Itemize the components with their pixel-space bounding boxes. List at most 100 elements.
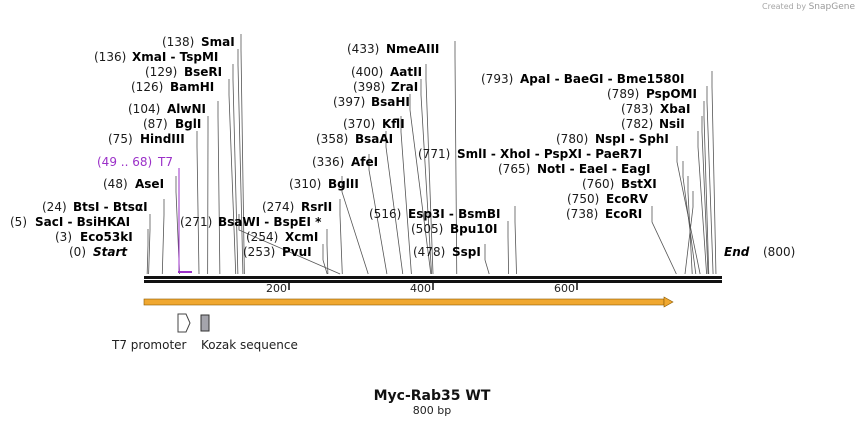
site-leader-line — [175, 176, 180, 275]
t7-promoter-label: T7 promoter — [111, 338, 187, 352]
site-leader-line — [326, 229, 329, 275]
site-leader-line — [240, 34, 245, 275]
enzyme-name: PvuI — [282, 245, 312, 259]
enzyme-name: PspOMI — [646, 87, 697, 101]
site-leader-line — [682, 161, 697, 275]
site-position: (780) — [556, 132, 588, 146]
axis-tick-label: 600 — [554, 282, 575, 295]
site-position: (5) — [10, 215, 27, 229]
snapgene-credit: Created by SnapGene — [762, 2, 855, 12]
enzyme-name: KflI — [382, 117, 405, 131]
site-position: (782) — [621, 117, 653, 131]
site-position: (254) — [246, 230, 278, 244]
site-leader-line — [706, 86, 714, 275]
enzyme-name: BsaHI — [371, 95, 410, 109]
site-position: (793) — [481, 72, 513, 86]
site-leader-line — [454, 41, 458, 275]
site-leader-line — [711, 71, 717, 275]
site-leader-line — [697, 131, 707, 275]
site-position: (750) — [567, 192, 599, 206]
end-label: End — [724, 245, 750, 259]
enzyme-name: BglI — [175, 117, 201, 131]
site-leader-lines — [146, 34, 717, 275]
enzyme-name: SacI - BsiHKAI — [35, 215, 130, 229]
site-position: (253) — [243, 245, 275, 259]
site-position: (104) — [128, 102, 160, 116]
enzyme-name: EcoRV — [606, 192, 649, 206]
enzyme-name: Eco53kI — [80, 230, 133, 244]
site-position: (48) — [103, 177, 128, 191]
enzyme-name: HindIII — [140, 132, 185, 146]
enzyme-name: BstXI — [621, 177, 657, 191]
site-leader-line — [148, 214, 151, 275]
site-leader-line — [684, 191, 694, 275]
site-leader-line — [238, 214, 341, 275]
site-leader-line — [232, 64, 239, 275]
t7-promoter-icon — [177, 313, 191, 333]
site-position: (310) — [289, 177, 321, 191]
enzyme-name: Bpu10I — [450, 222, 497, 236]
site-leader-line — [146, 229, 149, 275]
t7-name: T7 — [157, 155, 173, 169]
enzyme-name: NspI - SphI — [595, 132, 669, 146]
site-position: (433) — [347, 42, 379, 56]
site-leader-line — [161, 199, 165, 275]
enzyme-name: BseRI — [184, 65, 222, 79]
site-position: (505) — [411, 222, 443, 236]
axis-tick-label: 400 — [410, 282, 431, 295]
site-leader-line — [368, 154, 388, 275]
enzyme-name: AatII — [390, 65, 422, 79]
site-leader-line — [322, 244, 328, 275]
enzyme-name: BamHI — [170, 80, 214, 94]
site-position: (771) — [418, 147, 450, 161]
site-position: (138) — [162, 35, 194, 49]
site-position: (75) — [108, 132, 133, 146]
site-leader-line — [701, 116, 709, 275]
site-position: (738) — [566, 207, 598, 221]
enzyme-name: AfeI — [351, 155, 378, 169]
enzyme-name: Esp3I - BsmBI — [408, 207, 500, 221]
site-leader-line — [237, 49, 244, 275]
site-position: (397) — [333, 95, 365, 109]
credit-prefix: Created by — [762, 2, 807, 11]
enzyme-name: XmaI - TspMI — [132, 50, 218, 64]
enzyme-name: RsrII — [301, 200, 332, 214]
dna-backbone-bottom — [144, 280, 722, 283]
site-position: (274) — [262, 200, 294, 214]
plasmid-size: 800 bp — [413, 404, 451, 417]
start-position: (0) — [69, 245, 86, 259]
site-leader-line — [400, 116, 412, 275]
site-position: (336) — [312, 155, 344, 169]
plasmid-name: Myc-Rab35 WT — [374, 388, 491, 404]
enzyme-name: SspI — [452, 245, 481, 259]
site-position: (126) — [131, 80, 163, 94]
end-position: (800) — [763, 245, 795, 259]
enzyme-name: AseI — [135, 177, 164, 191]
site-position: (24) — [42, 200, 67, 214]
site-position: (398) — [353, 80, 385, 94]
enzyme-name: NotI - EaeI - EagI — [537, 162, 650, 176]
site-leader-line — [339, 199, 343, 275]
site-position: (760) — [582, 177, 614, 191]
enzyme-name: BtsI - BtsαI — [73, 200, 148, 214]
restriction-site-labels: (3)Eco53kI(5)SacI - BsiHKAI(24)BtsI - Bt… — [10, 35, 697, 259]
site-position: (271) — [180, 215, 212, 229]
enzyme-name: ZraI — [391, 80, 418, 94]
site-leader-line — [385, 131, 404, 275]
site-position: (87) — [143, 117, 168, 131]
site-position: (789) — [607, 87, 639, 101]
site-leader-line — [651, 206, 677, 275]
site-leader-line — [409, 94, 432, 275]
site-position: (783) — [621, 102, 653, 116]
dna-backbone-top — [144, 276, 722, 279]
snapgene-logo: SnapGene — [809, 2, 855, 12]
kozak-sequence-icon — [200, 314, 210, 332]
axis-tick-label: 200 — [266, 282, 287, 295]
site-leader-line — [196, 131, 200, 275]
site-position: (478) — [413, 245, 445, 259]
orf-arrow — [143, 296, 674, 308]
enzyme-name: AlwNI — [167, 102, 206, 116]
site-leader-line — [687, 176, 693, 275]
site-position: (400) — [351, 65, 383, 79]
